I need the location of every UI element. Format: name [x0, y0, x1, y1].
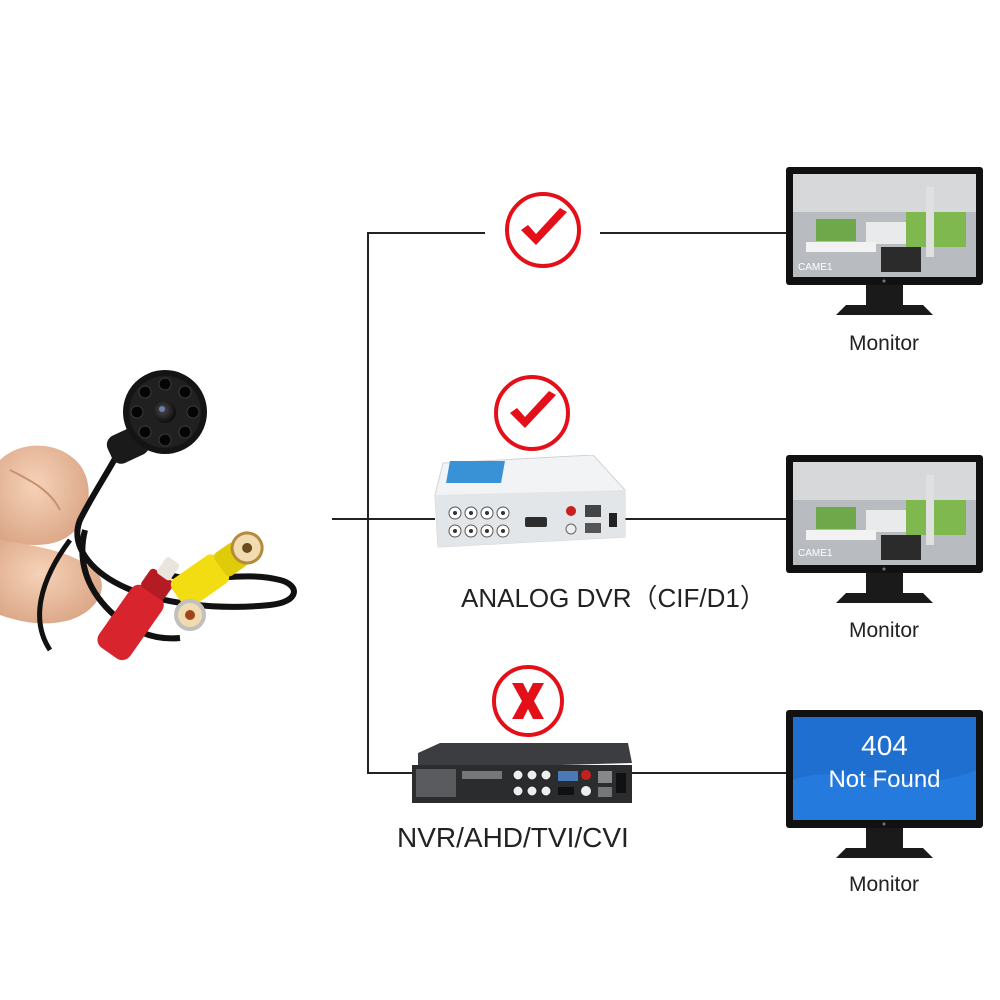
x-icon [492, 665, 564, 737]
nvr-label: NVR/AHD/TVI/CVI [397, 822, 629, 853]
monitor-3: 404 Not Found [786, 710, 983, 870]
pinhole-camera-image [0, 370, 297, 661]
monitor-icon [786, 167, 983, 315]
analog-dvr-device [434, 455, 626, 548]
monitor-overlay: CAME1 [798, 548, 833, 559]
branch-2-line-right [625, 518, 788, 520]
monitor-label: Monitor [849, 873, 920, 896]
check-icon [505, 192, 581, 268]
vertical-bus-line [367, 232, 369, 773]
branch-2-line-left [367, 518, 435, 520]
analog-dvr-label: ANALOG DVR（CIF/D1） [461, 583, 766, 613]
monitor-label: Monitor [849, 619, 920, 642]
error-message: Not Found [828, 766, 941, 793]
monitor-icon [786, 455, 983, 603]
monitor-overlay: CAME1 [798, 262, 833, 273]
branch-3-line-left [367, 772, 412, 774]
error-code: 404 [861, 730, 908, 761]
monitor-label: Monitor [849, 332, 920, 355]
branch-1-line-left [367, 232, 485, 234]
monitor-1: CAME1 [786, 167, 983, 327]
check-icon [494, 375, 570, 451]
nvr-device [412, 743, 632, 803]
camera-output-line [332, 518, 367, 520]
branch-1-line-right [600, 232, 788, 234]
branch-3-line-right [632, 772, 788, 774]
monitor-2: CAME1 [786, 455, 983, 615]
monitor-icon [786, 710, 983, 858]
